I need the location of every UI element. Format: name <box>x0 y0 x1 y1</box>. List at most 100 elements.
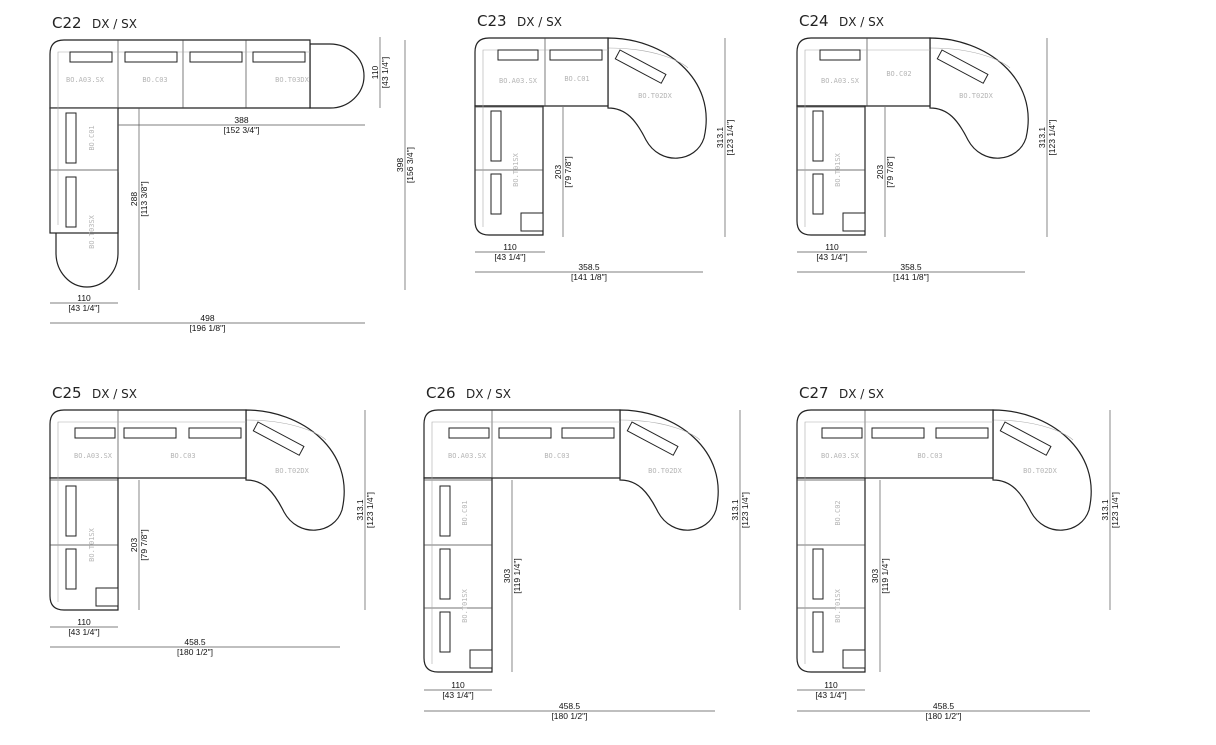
dimension-imperial: [113 3/8"] <box>139 181 149 216</box>
module-label: BO.T02DX <box>959 92 994 100</box>
configuration-variant: DX / SX <box>517 15 562 29</box>
dimension-value: 203 <box>875 165 885 179</box>
module-label: BO.C03 <box>917 452 942 460</box>
cushion <box>189 51 243 63</box>
module-label: BO.T02DX <box>1023 467 1058 475</box>
dimension-value: 110 <box>825 242 839 252</box>
cushion <box>439 485 451 537</box>
dimension: 358.5[141 1/8"] <box>475 262 703 282</box>
module-label: BO.A03.SX <box>74 452 113 460</box>
configuration-title: C22 <box>52 14 82 32</box>
left-column-modules <box>796 477 866 673</box>
dimension-value: 303 <box>870 569 880 583</box>
dimension-imperial: [43 1/4"] <box>816 252 847 262</box>
dimension: 110[43 1/4"] <box>797 242 867 262</box>
dimension-imperial: [79 7/8"] <box>563 156 573 187</box>
dimension-imperial: [43 1/4"] <box>442 690 473 700</box>
module-label: BO.T02DX <box>275 467 310 475</box>
dimension-imperial: [119 1/4"] <box>512 558 522 593</box>
cushion <box>65 485 77 537</box>
module-label: BO.A03.SX <box>448 452 487 460</box>
cushion <box>871 427 925 439</box>
module-label: BO.A03.SX <box>821 77 860 85</box>
top-row-modules <box>423 409 621 479</box>
dimension: 313.1[123 1/4"] <box>355 410 375 610</box>
dimension-value: 313.1 <box>730 499 740 521</box>
cushion <box>252 421 305 456</box>
dimension-value: 288 <box>129 192 139 206</box>
armrest <box>842 212 866 232</box>
configuration-title: C24 <box>799 12 829 30</box>
cushion <box>936 49 989 84</box>
dimension-value: 398 <box>395 158 405 172</box>
dimension-value: 110 <box>503 242 517 252</box>
cushion <box>812 548 824 600</box>
dimension: 303[119 1/4"] <box>502 480 522 672</box>
dimension: 313.1[123 1/4"] <box>715 38 735 237</box>
dimension-imperial: [119 1/4"] <box>880 558 890 593</box>
cushion <box>821 427 863 439</box>
dimension: 458.5[180 1/2"] <box>50 637 340 657</box>
dimension: 398[156 3/4"] <box>395 40 415 290</box>
dimension-imperial: [43 1/4"] <box>815 690 846 700</box>
dimension-imperial: [123 1/4"] <box>725 119 735 155</box>
dimension-value: 303 <box>502 569 512 583</box>
dimension-imperial: [79 7/8"] <box>885 156 895 187</box>
dimension-value: 110 <box>824 680 838 690</box>
module-label: BO.C03 <box>544 452 569 460</box>
dimension-imperial: [123 1/4"] <box>1110 492 1120 528</box>
cushion <box>252 51 306 63</box>
dimension-value: 358.5 <box>900 262 922 272</box>
dimension-value: 498 <box>200 313 214 323</box>
top-row-modules <box>49 409 247 479</box>
dimension-imperial: [180 1/2"] <box>177 647 213 657</box>
dimension: 458.5[180 1/2"] <box>797 701 1090 721</box>
module-label: BO.A03.SX <box>66 76 105 84</box>
module-label: BO.T01SX <box>88 527 96 562</box>
cushion <box>69 51 113 63</box>
configuration-title: C27 <box>799 384 829 402</box>
top-row-modules <box>49 39 311 109</box>
module-label: BO.C03 <box>142 76 167 84</box>
armrest <box>520 212 544 232</box>
configuration-variant: DX / SX <box>466 387 511 401</box>
module-label: BO.C01 <box>461 500 469 525</box>
dimension-imperial: [43 1/4"] <box>68 627 99 637</box>
module-label: BO.T03SX <box>88 214 96 249</box>
dimension: 110[43 1/4"] <box>424 680 492 700</box>
dimension: 203[79 7/8"] <box>129 480 149 610</box>
cushion <box>439 611 451 653</box>
dimension-value: 203 <box>553 165 563 179</box>
cushion <box>812 110 824 162</box>
dimension-value: 110 <box>77 617 91 627</box>
cushion <box>123 427 177 439</box>
dimension: 110[43 1/4"] <box>50 617 118 637</box>
dimension-value: 110 <box>77 293 91 303</box>
cushion <box>74 427 116 439</box>
dimension-imperial: [141 1/8"] <box>571 272 607 282</box>
dimension-imperial: [141 1/8"] <box>893 272 929 282</box>
dimension: 303[119 1/4"] <box>870 480 890 672</box>
dimension: 313.1[123 1/4"] <box>730 410 750 610</box>
dimension: 388[152 3/4"] <box>118 115 365 135</box>
armrest <box>469 649 493 669</box>
cushion <box>65 548 77 590</box>
top-row-modules <box>796 409 994 479</box>
cushion <box>999 421 1052 456</box>
module-label: BO.A03.SX <box>821 452 860 460</box>
dimension-value: 203 <box>129 538 139 552</box>
cushion <box>448 427 490 439</box>
module-label: BO.T02DX <box>638 92 673 100</box>
dimension: 498[196 1/8"] <box>50 313 365 333</box>
module-label: BO.C01 <box>564 75 589 83</box>
top-row-modules <box>474 37 609 107</box>
dimension-imperial: [180 1/2"] <box>925 711 961 721</box>
dimension-imperial: [123 1/4"] <box>740 492 750 528</box>
left-column-modules <box>49 107 119 234</box>
